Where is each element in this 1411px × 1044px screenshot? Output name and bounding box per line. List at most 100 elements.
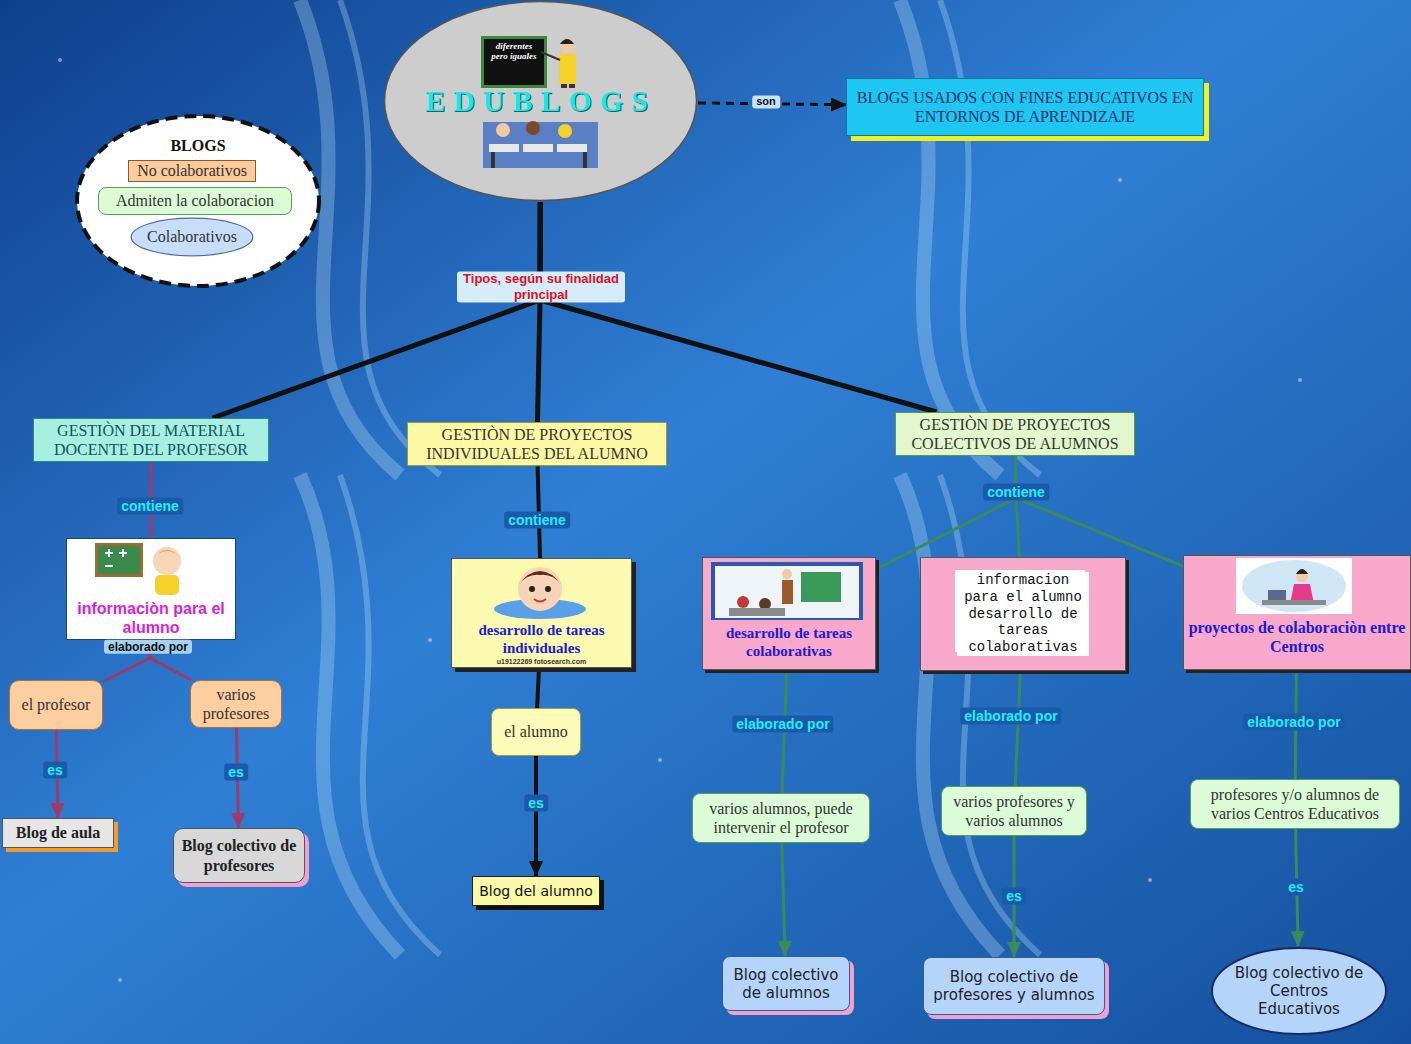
picture-caption: diferentes pero iguales <box>487 41 541 62</box>
node-text: Blog colectivo de Centros Educativos <box>1228 964 1370 1018</box>
drawing-part <box>782 569 792 579</box>
concept-box: el alumno <box>491 708 581 756</box>
drawing-part <box>558 124 572 138</box>
drawing-part <box>95 543 143 577</box>
node-text: BLOGS <box>170 136 225 155</box>
drawing-part <box>98 546 140 574</box>
connector-label: es <box>1002 888 1026 905</box>
drawing-part <box>703 558 871 622</box>
connector-label: es <box>43 762 67 779</box>
illustration <box>67 539 231 601</box>
drawing-part <box>545 586 551 592</box>
drawing-part <box>489 144 519 152</box>
picture-box: proyectos de colaboraciòn entre Centros <box>1183 555 1411 670</box>
drawing-part <box>534 599 546 602</box>
drawing-part <box>559 54 576 84</box>
node-text: profesores y/o alumnos de varios Centros… <box>1197 785 1393 823</box>
connector-label: son <box>752 95 780 108</box>
drawing-part <box>658 758 662 762</box>
concept-box: Blog colectivo de profesores y alumnos <box>923 957 1105 1015</box>
concept-box: profesores y/o alumnos de varios Centros… <box>1190 779 1400 829</box>
concept-box: varios alumnos, puede intervenir el prof… <box>692 793 870 843</box>
drawing-part <box>1242 560 1346 612</box>
drawing-part <box>105 549 127 566</box>
connector-label: contiene <box>117 498 183 515</box>
connector-label: es <box>524 795 548 812</box>
drawing-part <box>1298 378 1302 382</box>
node-text: Colaborativos <box>147 227 237 246</box>
drawing-part <box>523 144 553 152</box>
node-text: varios alumnos, puede intervenir el prof… <box>699 799 863 837</box>
node-text: No colaborativos <box>137 161 247 180</box>
ellipse-shape <box>385 2 697 201</box>
drawing-part <box>518 567 562 611</box>
drawing-part <box>481 36 547 88</box>
node-text: Blog colectivo de profesores y alumnos <box>930 968 1098 1004</box>
drawing-part <box>428 638 432 642</box>
connector-label: elaborado por <box>732 716 833 733</box>
node-text: Blog del alumno <box>479 883 593 900</box>
node-text: desarrollo de tareas individuales <box>456 621 627 657</box>
node-text: Blog de aula <box>16 823 100 842</box>
drawing-part <box>67 539 231 597</box>
node-text: desarrollo de tareas colaborativas <box>707 624 871 660</box>
node-text: Blog colectivo de alumnos <box>729 966 843 1002</box>
concept-box: GESTIÒN DE PROYECTOS INDIVIDUALES DEL AL… <box>407 422 667 466</box>
node-text: informaciòn para el alumno <box>71 599 231 637</box>
connector-label: es <box>224 764 248 781</box>
concept-box: Blog del alumno <box>472 876 600 906</box>
drawing-part <box>801 572 841 602</box>
node-text: Admiten la colaboracion <box>116 191 274 210</box>
node-text: EDUBLOGS <box>425 83 656 119</box>
drawing-part <box>1296 569 1308 574</box>
concept-box: el profesor <box>9 680 103 730</box>
connector <box>534 756 538 876</box>
connector <box>540 202 936 412</box>
connector-label: elaborado por <box>104 640 192 654</box>
drawing-part <box>560 39 574 44</box>
drawing-part <box>782 580 793 604</box>
ellipse-node: Colaborativos <box>130 217 254 257</box>
drawing-part <box>483 122 598 168</box>
drawing-part <box>940 0 1040 475</box>
drawing-part <box>484 39 544 85</box>
drawing-part <box>1296 570 1308 582</box>
drawing-part <box>518 571 562 585</box>
drawing-part <box>340 475 440 955</box>
concept-box: varios profesores y varios alumnos <box>941 786 1087 836</box>
illustration <box>452 559 627 625</box>
node-text: Blog colectivo de profesores <box>180 836 298 874</box>
drawing-part <box>1268 590 1286 600</box>
drawing-part <box>153 550 181 559</box>
illustration <box>703 558 871 626</box>
node-text: GESTIÒN DE PROYECTOS COLECTIVOS DE ALUMN… <box>902 415 1128 453</box>
connector <box>1015 671 1020 786</box>
node-text: proyectos de colaboraciòn entre Centros <box>1188 618 1406 656</box>
concept-box: GESTIÒN DE PROYECTOS COLECTIVOS DE ALUMN… <box>895 412 1135 456</box>
node-text: varios profesores y varios alumnos <box>948 792 1080 830</box>
drawing-part <box>529 586 535 592</box>
drawing-part <box>557 144 587 152</box>
concept-box: Blog colectivo de alumnos <box>722 956 850 1011</box>
drawing-part <box>300 0 1040 955</box>
drawing-part <box>541 52 560 60</box>
ellipse-node: Blog colectivo de Centros Educativos <box>1210 946 1388 1036</box>
picture-box: informacion para el alumno desarrollo de… <box>920 557 1126 671</box>
drawing-part <box>155 575 179 595</box>
picture-caption: u19122269 fotosearch.com <box>497 658 587 665</box>
drawing-part <box>1118 178 1122 182</box>
connector-label: contiene <box>504 512 570 529</box>
connector <box>782 843 785 956</box>
node-text: el alumno <box>504 722 568 741</box>
drawing-part <box>560 39 574 53</box>
connector <box>537 668 539 708</box>
drawing-part <box>583 152 587 168</box>
picture-box: desarrollo de tareas individualesu191222… <box>451 558 632 668</box>
connector-label: elaborado por <box>1243 714 1344 731</box>
node-text: GESTIÒN DEL MATERIAL DOCENTE DEL PROFESO… <box>40 421 262 459</box>
drawing-part <box>118 978 122 982</box>
picture-box: informaciòn para el alumno <box>66 538 236 640</box>
drawing-part <box>737 596 749 608</box>
drawing-part <box>715 566 859 618</box>
drawing-part <box>711 562 863 620</box>
